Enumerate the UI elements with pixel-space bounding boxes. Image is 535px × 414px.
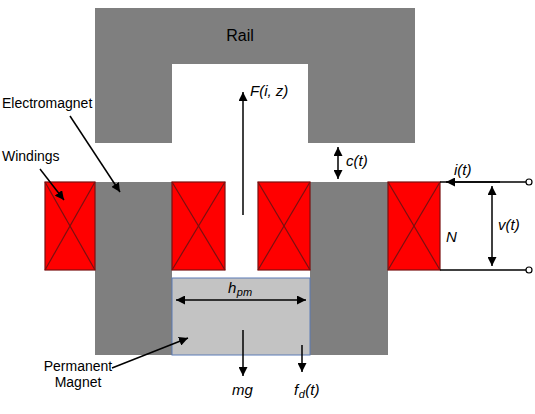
wire: [440, 181, 526, 183]
weight-arrow: [242, 330, 244, 376]
rail-shape: [95, 8, 415, 143]
voltage-arrow: [491, 186, 493, 266]
weight-label: mg: [232, 381, 253, 398]
disturbance-arrow: [301, 345, 303, 372]
core-leg: [310, 182, 388, 355]
part-name: Rail: [226, 27, 254, 45]
current-arrow: [446, 181, 500, 183]
core-leg: [95, 182, 172, 355]
leader-line: [40, 169, 64, 200]
leader-line: [70, 116, 120, 192]
permanent-magnet: [172, 278, 310, 355]
leader-line: [112, 338, 188, 368]
part-name: Windings: [2, 148, 60, 164]
gap-label: c(t): [346, 152, 368, 169]
gap-arrow: [337, 147, 339, 179]
force-arrow: [242, 92, 244, 215]
dimension-subscript: pm: [237, 286, 252, 299]
dimension-label: h: [228, 279, 236, 296]
force-label: F(i, z): [250, 82, 288, 99]
wire: [440, 269, 526, 271]
turns-label: N: [446, 228, 457, 245]
part-name: Permanent Magnet: [38, 358, 118, 390]
part-name: Electromagnet: [2, 95, 92, 111]
terminal: [526, 179, 532, 185]
disturbance-subscript: d: [299, 388, 305, 401]
current-label: i(t): [454, 161, 472, 178]
terminal: [526, 267, 532, 273]
dimension-arrow: [176, 299, 306, 301]
rail-label-box: Rail: [172, 10, 308, 62]
disturbance-label: (t): [305, 381, 319, 398]
disturbance-label: f: [294, 381, 298, 398]
voltage-label: v(t): [498, 216, 520, 233]
